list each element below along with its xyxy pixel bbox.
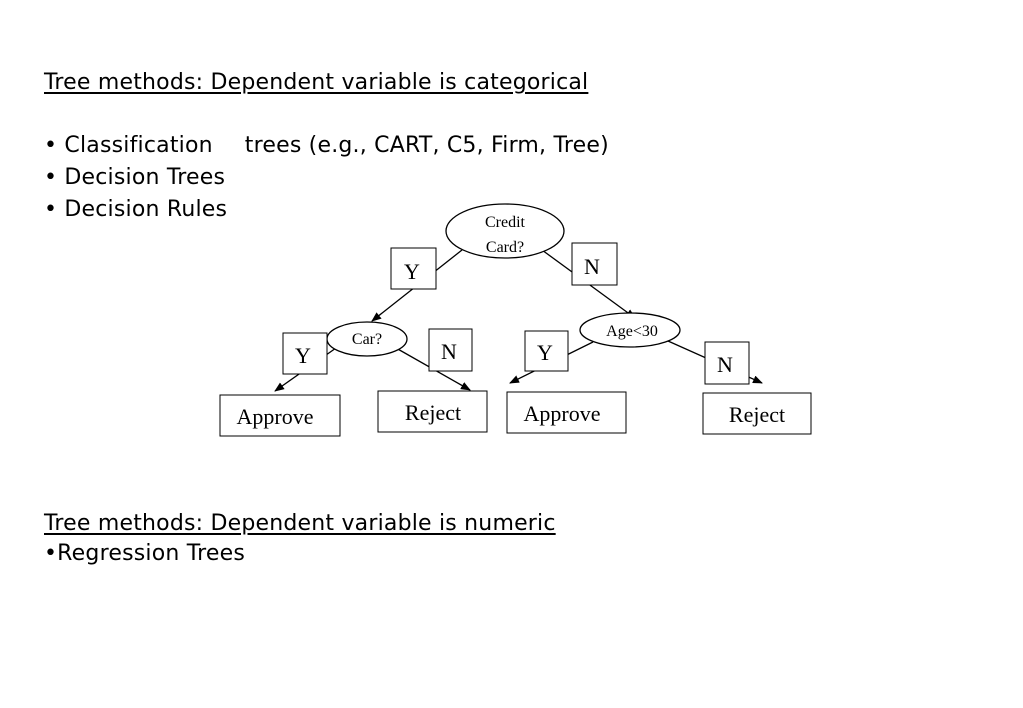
edge-label-root-no: N [571,242,618,286]
car-node: Car? [326,321,408,357]
bullet-text: Decision Trees [64,165,226,190]
car-node-label: Car? [352,331,382,348]
numeric-heading: Tree methods: Dependent variable is nume… [44,511,556,536]
svg-text:N: N [717,352,733,377]
svg-text:Y: Y [295,343,311,368]
method-list: • Classification trees (e.g., CART, C5, F… [44,130,609,226]
leaf-reject-1: Reject [377,390,488,433]
edge-label-age-yes: Y [524,330,569,372]
bullet-classification: • Classification trees (e.g., CART, C5, F… [44,130,609,162]
bullet-text: Classification [64,133,213,158]
svg-text:N: N [584,254,600,279]
bullet-marker: • [44,133,58,158]
bullet-decision-trees: • Decision Trees [44,162,609,194]
svg-text:Y: Y [404,259,420,284]
leaf-approve-1: Approve [219,394,341,437]
age-node: Age<30 [579,312,681,348]
root-node: Credit Card? [445,203,565,259]
leaf-approve-2: Approve [506,391,627,434]
svg-text:Approve: Approve [237,404,314,429]
leaf-reject-2: Reject [702,392,812,435]
svg-text:Reject: Reject [729,402,785,427]
bullet-marker: • [44,197,58,222]
svg-text:Y: Y [537,340,553,365]
age-node-label: Age<30 [606,323,658,340]
root-node-label-line1: Credit [485,214,526,231]
svg-text:N: N [441,339,457,364]
bullet-text: Decision Rules [64,197,228,222]
bullet-text-continued: trees (e.g., CART, C5, Firm, Tree) [244,133,609,158]
bullet-decision-rules: • Decision Rules [44,194,609,226]
bullet-regression-trees: •Regression Trees [44,541,246,566]
root-node-label-line2: Card? [486,239,524,256]
edge-label-car-yes: Y [282,332,328,375]
edge-label-root-yes: Y [390,247,437,290]
bullet-marker: • [44,165,58,190]
svg-text:Approve: Approve [524,401,601,426]
edge-label-car-no: N [428,328,473,372]
edge-label-age-no: N [704,341,750,385]
svg-text:Reject: Reject [405,400,461,425]
categorical-heading: Tree methods: Dependent variable is cate… [44,70,589,95]
